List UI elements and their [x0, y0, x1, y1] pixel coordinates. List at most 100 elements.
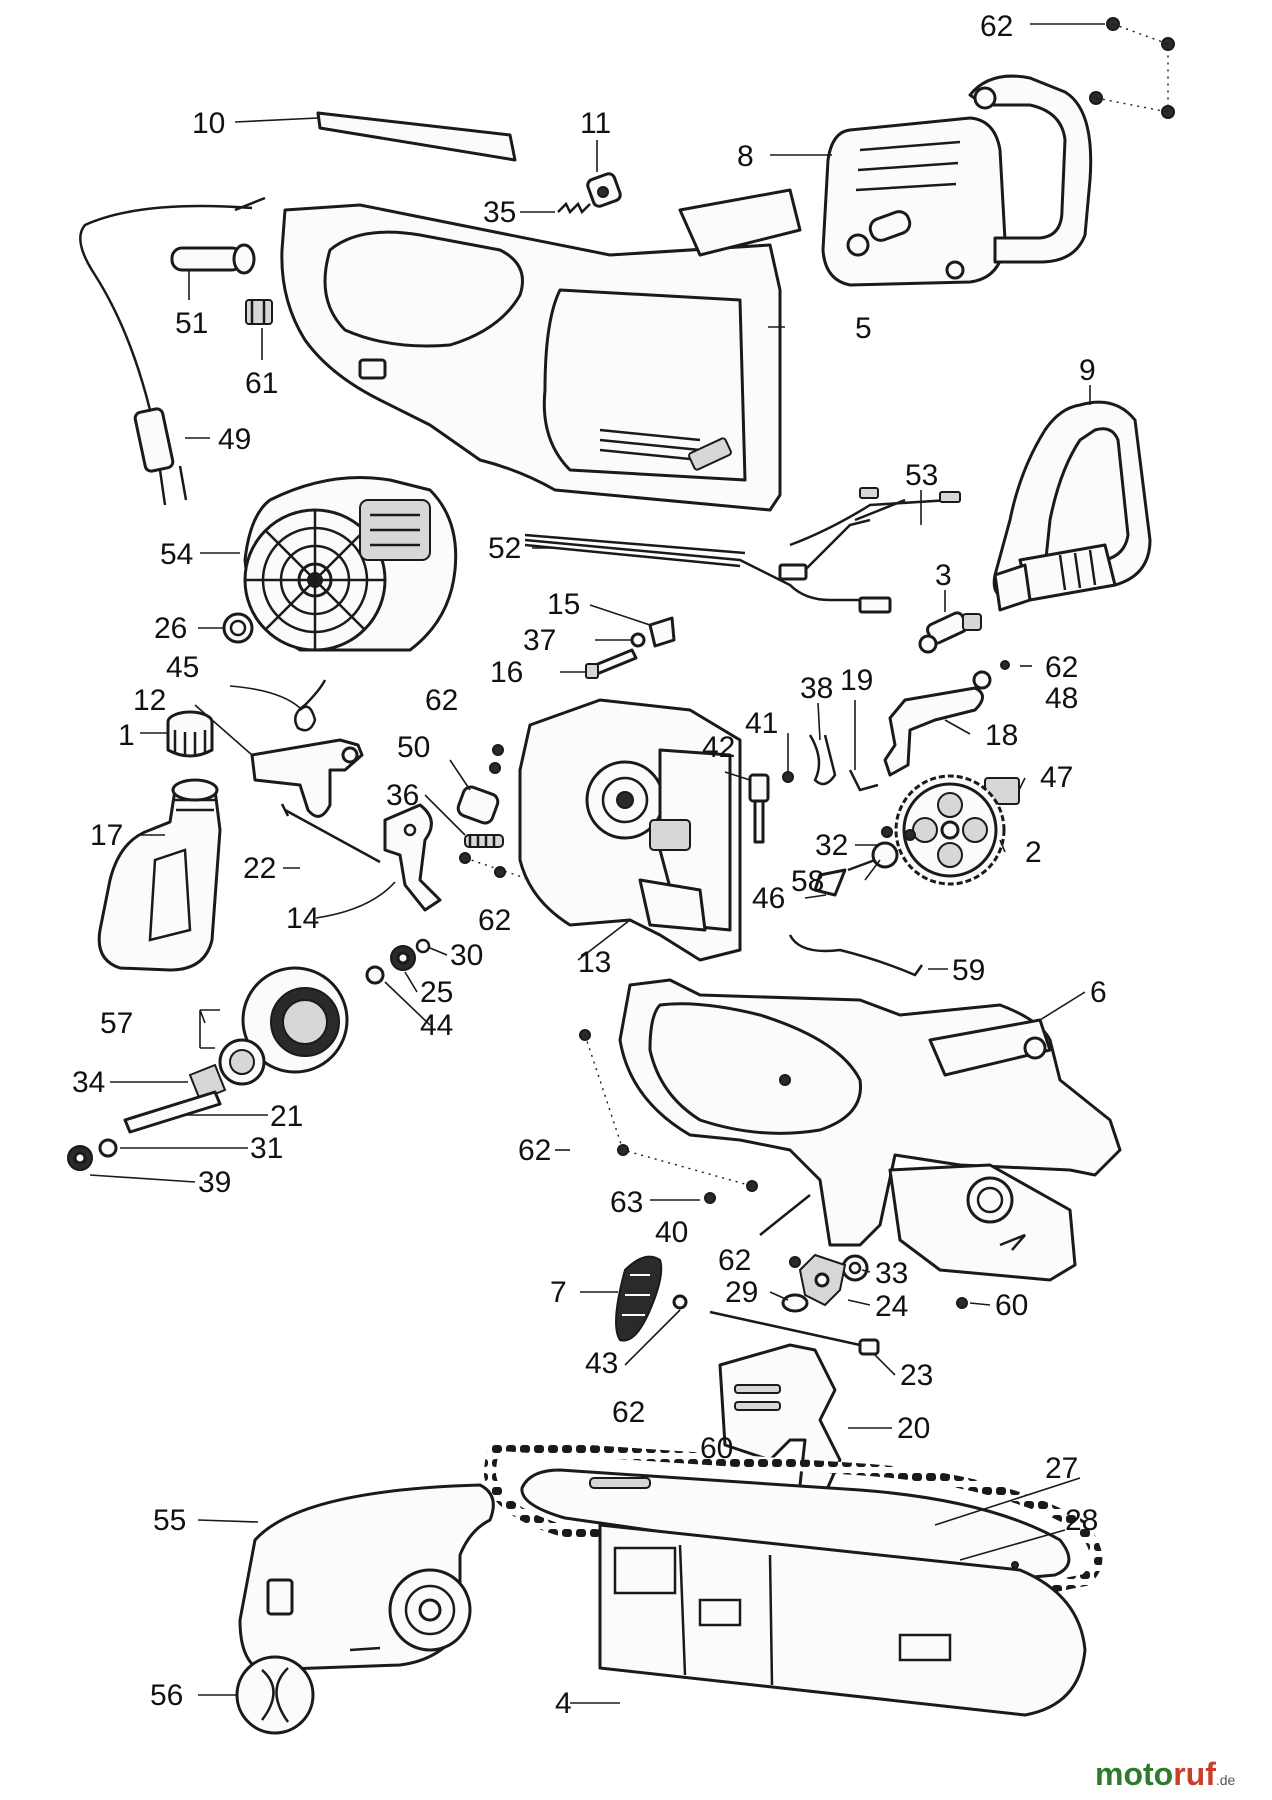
label-17: 17 [90, 819, 123, 852]
label-3: 3 [935, 559, 952, 592]
label-12: 12 [133, 684, 166, 717]
label-27: 27 [1045, 1452, 1078, 1485]
label-58: 58 [791, 865, 824, 898]
label-16: 16 [490, 656, 523, 689]
label-11: 11 [580, 107, 611, 140]
part-14-trigger [383, 803, 442, 912]
label-50: 50 [397, 731, 430, 764]
label-62-g: 62 [612, 1396, 645, 1429]
label-14: 14 [286, 902, 319, 935]
part-29-washer [781, 1293, 809, 1313]
part-36-spring [464, 834, 504, 848]
part-38-spring [808, 734, 837, 786]
part-58-spindle [847, 841, 899, 872]
label-42: 42 [702, 731, 735, 764]
label-60-b: 60 [700, 1432, 733, 1465]
part-25-bearing [390, 945, 416, 971]
label-62-top: 62 [980, 10, 1013, 43]
part-13-gear-housing [518, 698, 742, 962]
label-10: 10 [192, 107, 225, 140]
part-3-lever [918, 611, 982, 654]
label-62-c: 62 [425, 684, 458, 717]
part-12-lever [250, 738, 364, 818]
part-15-clip [648, 616, 676, 648]
part-11-switch [586, 172, 622, 208]
part-7-cover-disc [615, 1255, 663, 1342]
label-62-e: 62 [518, 1134, 551, 1167]
part-6-housing-half [618, 978, 1122, 1282]
label-62-b: 62 [1045, 651, 1078, 684]
label-2: 2 [1025, 836, 1042, 869]
watermark-part-c: .de [1216, 1772, 1236, 1788]
part-59-oil-tube [788, 934, 924, 977]
part-5-main-housing [280, 188, 802, 512]
part-54-motor [243, 476, 458, 652]
part-21-shaft [123, 1090, 222, 1134]
part-57-clutch-drum [218, 966, 349, 1086]
label-60-a: 60 [995, 1289, 1028, 1322]
label-24: 24 [875, 1290, 908, 1323]
watermark-logo: motoruf.de [1095, 1756, 1236, 1792]
part-46-ring [813, 868, 847, 897]
part-61-terminal-block [245, 299, 273, 325]
label-18: 18 [985, 719, 1018, 752]
label-62-f: 62 [718, 1244, 751, 1277]
label-46: 46 [752, 882, 785, 915]
label-35: 35 [483, 196, 516, 229]
part-8-motor-cover [821, 74, 1093, 287]
label-51: 51 [175, 307, 208, 340]
part-30-ring [415, 938, 431, 954]
part-4-bar-cover [598, 1523, 1087, 1717]
part-19-pin [848, 769, 879, 792]
label-33: 33 [875, 1257, 908, 1290]
label-59: 59 [952, 954, 985, 987]
part-labels: 62 10 11 8 35 51 5 61 9 49 53 54 52 3 26… [72, 10, 1107, 1720]
part-51-cord-sleeve [170, 243, 256, 275]
label-19: 19 [840, 664, 873, 697]
part-10-strip [316, 111, 517, 162]
label-32: 32 [815, 829, 848, 862]
label-15: 15 [547, 588, 580, 621]
label-30: 30 [450, 939, 483, 972]
part-39-seal [67, 1145, 93, 1171]
watermark-part-a: moto [1095, 1756, 1173, 1792]
part-44-washer [365, 965, 385, 985]
label-34: 34 [72, 1066, 105, 1099]
part-43-washer [672, 1294, 688, 1310]
part-28-guide-bar [520, 1468, 1071, 1582]
label-4: 4 [555, 1687, 572, 1720]
part-32-screw [881, 826, 916, 841]
label-31: 31 [250, 1132, 283, 1165]
watermark-part-b: ruf [1173, 1756, 1216, 1792]
part-31-washer [98, 1138, 118, 1158]
part-49-power-cord [79, 196, 266, 506]
label-55: 55 [153, 1504, 186, 1537]
label-7: 7 [550, 1276, 567, 1309]
label-26: 26 [154, 612, 187, 645]
screws-62-top [1089, 17, 1175, 119]
part-18-bracket [883, 686, 984, 777]
label-28: 28 [1065, 1504, 1098, 1537]
label-25: 25 [420, 976, 453, 1009]
label-38: 38 [800, 672, 833, 705]
label-40: 40 [655, 1216, 688, 1249]
part-50-switch [456, 785, 500, 825]
label-57: 57 [100, 1007, 133, 1040]
label-48: 48 [1045, 682, 1078, 715]
leader-lines [89, 23, 1105, 1704]
part-42-bolt [748, 773, 770, 844]
label-45: 45 [166, 651, 199, 684]
part-1-oil-cap [166, 710, 214, 758]
label-39: 39 [198, 1166, 231, 1199]
label-49: 49 [218, 423, 251, 456]
part-37-washer [630, 632, 646, 648]
part-26-pinion [222, 612, 254, 644]
part-41-nut [782, 771, 794, 783]
label-23: 23 [900, 1359, 933, 1392]
part-52-wire-harness [524, 518, 892, 614]
label-6: 6 [1090, 976, 1107, 1009]
label-63: 63 [610, 1186, 643, 1219]
label-9: 9 [1079, 354, 1096, 387]
screws-62-63-lower [579, 1029, 968, 1309]
label-52: 52 [488, 532, 521, 565]
